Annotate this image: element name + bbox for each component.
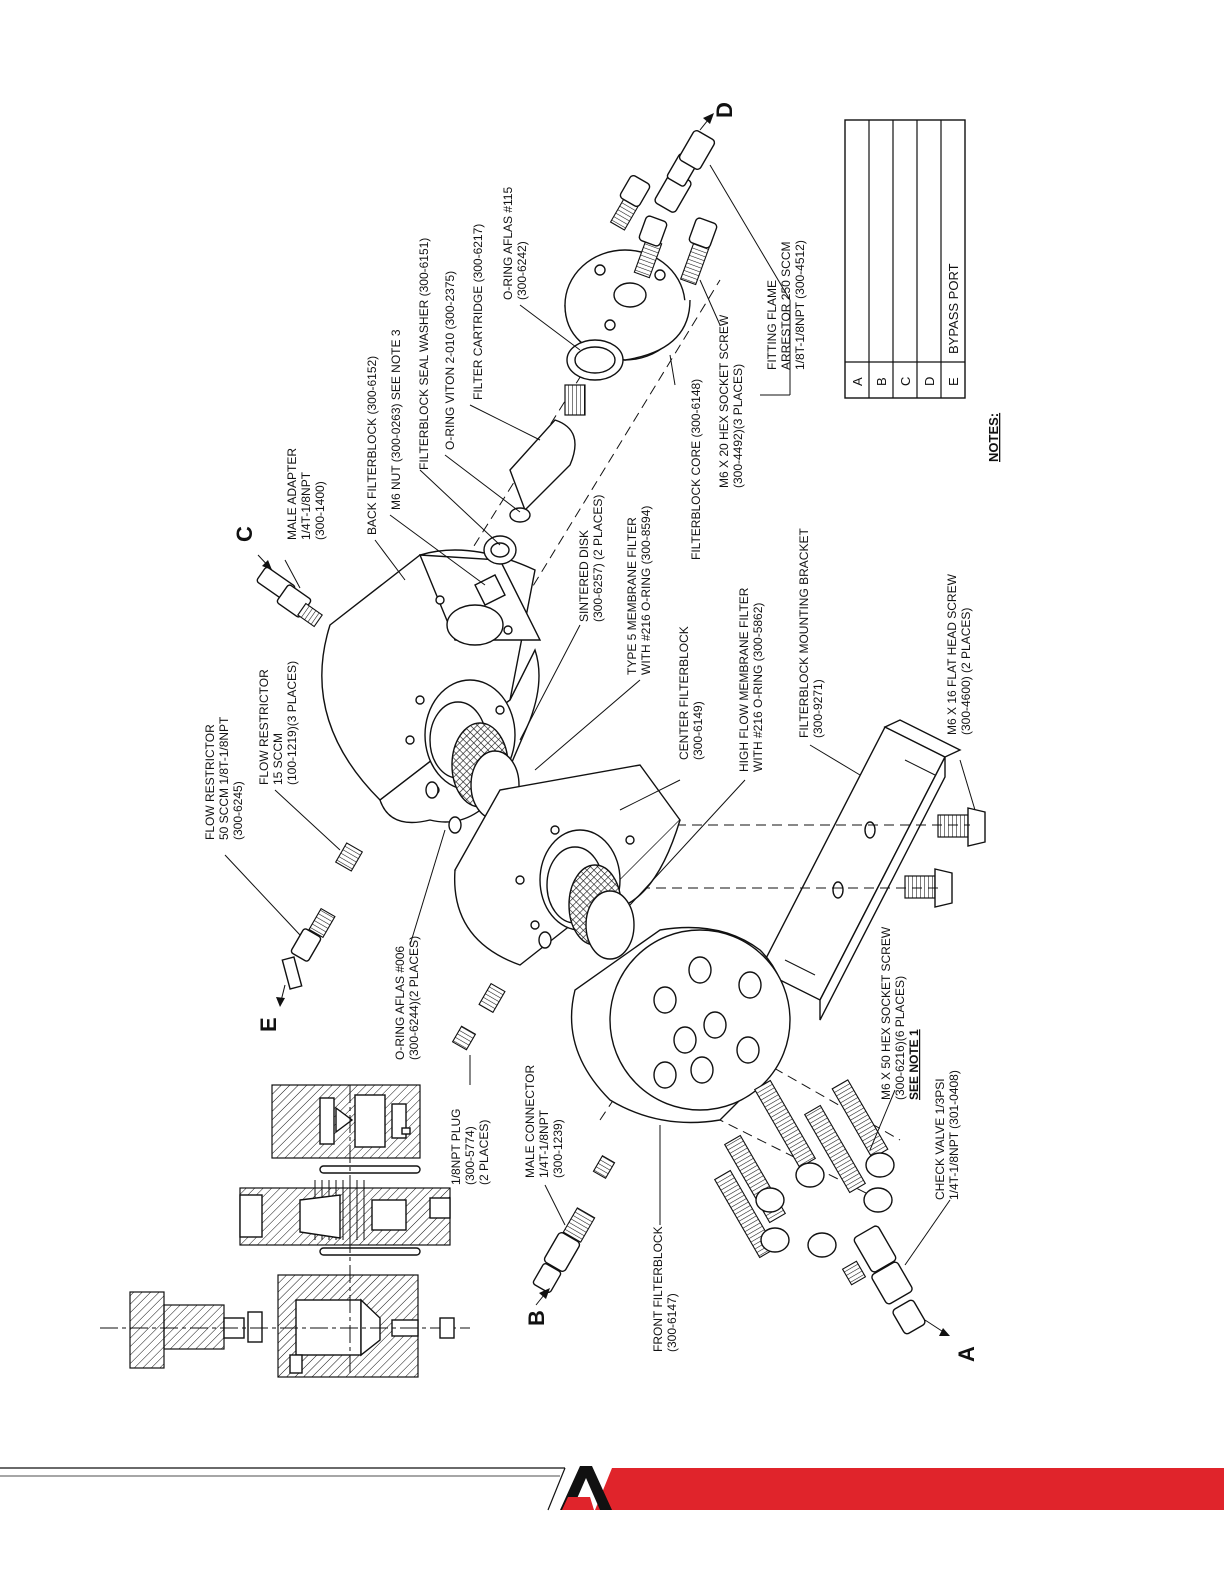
label-front-filterblock: FRONT FILTERBLOCK (300-6147)	[651, 1223, 679, 1352]
brand-logo-icon	[560, 1466, 612, 1510]
port-table-key-e: E	[946, 377, 961, 386]
front-filterblock	[570, 926, 791, 1124]
port-label-b: B	[524, 1310, 549, 1326]
membrane-front	[568, 864, 635, 960]
port-table-key-b: B	[874, 377, 889, 386]
label-type5-membrane: TYPE 5 MEMBRANE FILTER WITH #216 O-RING …	[625, 506, 653, 675]
core-screws	[609, 175, 718, 286]
label-center-filterblock: CENTER FILTERBLOCK (300-6149)	[677, 623, 705, 760]
label-filterblock-core: FILTERBLOCK CORE (300-6148)	[689, 379, 703, 560]
section-center-block	[239, 1187, 451, 1246]
label-mounting-bracket: FILTERBLOCK MOUNTING BRACKET (300-9271)	[797, 525, 825, 738]
port-table-key-c: C	[898, 377, 913, 386]
port-label-d: D	[712, 102, 737, 118]
port-table-desc-e: BYPASS PORT	[946, 263, 961, 354]
label-m6x50-screw: M6 X 50 HEX SOCKET SCREW (300-6216)(6 PL…	[879, 924, 921, 1101]
label-flame-arrestor: FITTING FLAME ARRESTOR 250 SCCM 1/8T-1/8…	[765, 238, 807, 370]
section-view	[100, 1084, 470, 1378]
hex-socket-screws-m6x50	[713, 1079, 895, 1259]
membrane-back	[451, 722, 520, 820]
flame-arrestor-fitting	[654, 130, 716, 213]
port-table: A B C D E BYPASS PORT	[844, 119, 966, 399]
label-oring-aflas-115: O-RING AFLAS #115 (300-6242)	[501, 184, 529, 301]
port-letters: C E D B A	[232, 102, 979, 1362]
label-sintered-disk: SINTERED DISK (300-6257) (2 PLACES)	[577, 495, 605, 622]
label-m6x16-flat: M6 X 16 FLAT HEAD SCREW (300-4600) (2 PL…	[945, 571, 973, 735]
flat-head-screws	[904, 807, 986, 908]
label-male-connector: MALE CONNECTOR 1/4T-1/8NPT (300-1239)	[523, 1062, 565, 1178]
port-label-e: E	[256, 1017, 281, 1032]
label-npt-plug: 1/8NPT PLUG (300-5774) (2 PLACES)	[449, 1105, 491, 1185]
check-valve-fitting	[841, 1225, 926, 1335]
footer-band	[0, 1467, 1224, 1511]
npt-plugs	[451, 982, 616, 1180]
port-label-c: C	[232, 526, 257, 542]
label-filter-cartridge: FILTER CARTRIDGE (300-6217)	[471, 224, 485, 400]
label-oring-aflas-006: O-RING AFLAS #006 (300-6244)(2 PLACES)	[393, 936, 421, 1060]
label-flow-restrictor-50: FLOW RESTRICTOR 50 SCCM 1/8T-1/8NPT (300…	[203, 713, 245, 840]
flow-restrictor-fittings	[281, 842, 364, 990]
leader-lines	[224, 164, 976, 1266]
label-male-adapter: MALE ADAPTER 1/4T-1/8NPT (300-1400)	[285, 445, 327, 540]
label-m6-nut: M6 NUT (300-0263) SEE NOTE 3	[389, 329, 403, 510]
part-labels: FLOW RESTRICTOR 50 SCCM 1/8T-1/8NPT (300…	[203, 184, 973, 1352]
notes-title: NOTES:	[986, 413, 1001, 462]
port-label-a: A	[954, 1346, 979, 1362]
label-flow-restrictor-15: FLOW RESTRICTOR 15 SCCM (100-1219)(3 PLA…	[257, 661, 299, 785]
male-adapter-fitting	[256, 566, 323, 628]
mounting-bracket	[759, 719, 962, 1021]
male-connector-fitting	[532, 1207, 596, 1293]
label-high-flow-membrane: HIGH FLOW MEMBRANE FILTER WITH #216 O-RI…	[737, 584, 765, 772]
port-table-key-a: A	[850, 377, 865, 386]
label-seal-washer: FILTERBLOCK SEAL WASHER (300-6151)	[417, 238, 431, 470]
filterblock-core	[474, 249, 691, 606]
label-m6x20-screw: M6 X 20 HEX SOCKET SCREW (300-4492)(3 PL…	[717, 312, 745, 489]
label-back-filterblock: BACK FILTERBLOCK (300-6152)	[365, 356, 379, 535]
port-table-key-d: D	[922, 377, 937, 386]
port-arrows	[257, 113, 950, 1336]
label-check-valve: CHECK VALVE 1/3PSI 1/4T-1/8NPT (301-0408…	[933, 1070, 961, 1200]
label-oring-viton: O-RING VITON 2-010 (300-2375)	[443, 271, 457, 450]
